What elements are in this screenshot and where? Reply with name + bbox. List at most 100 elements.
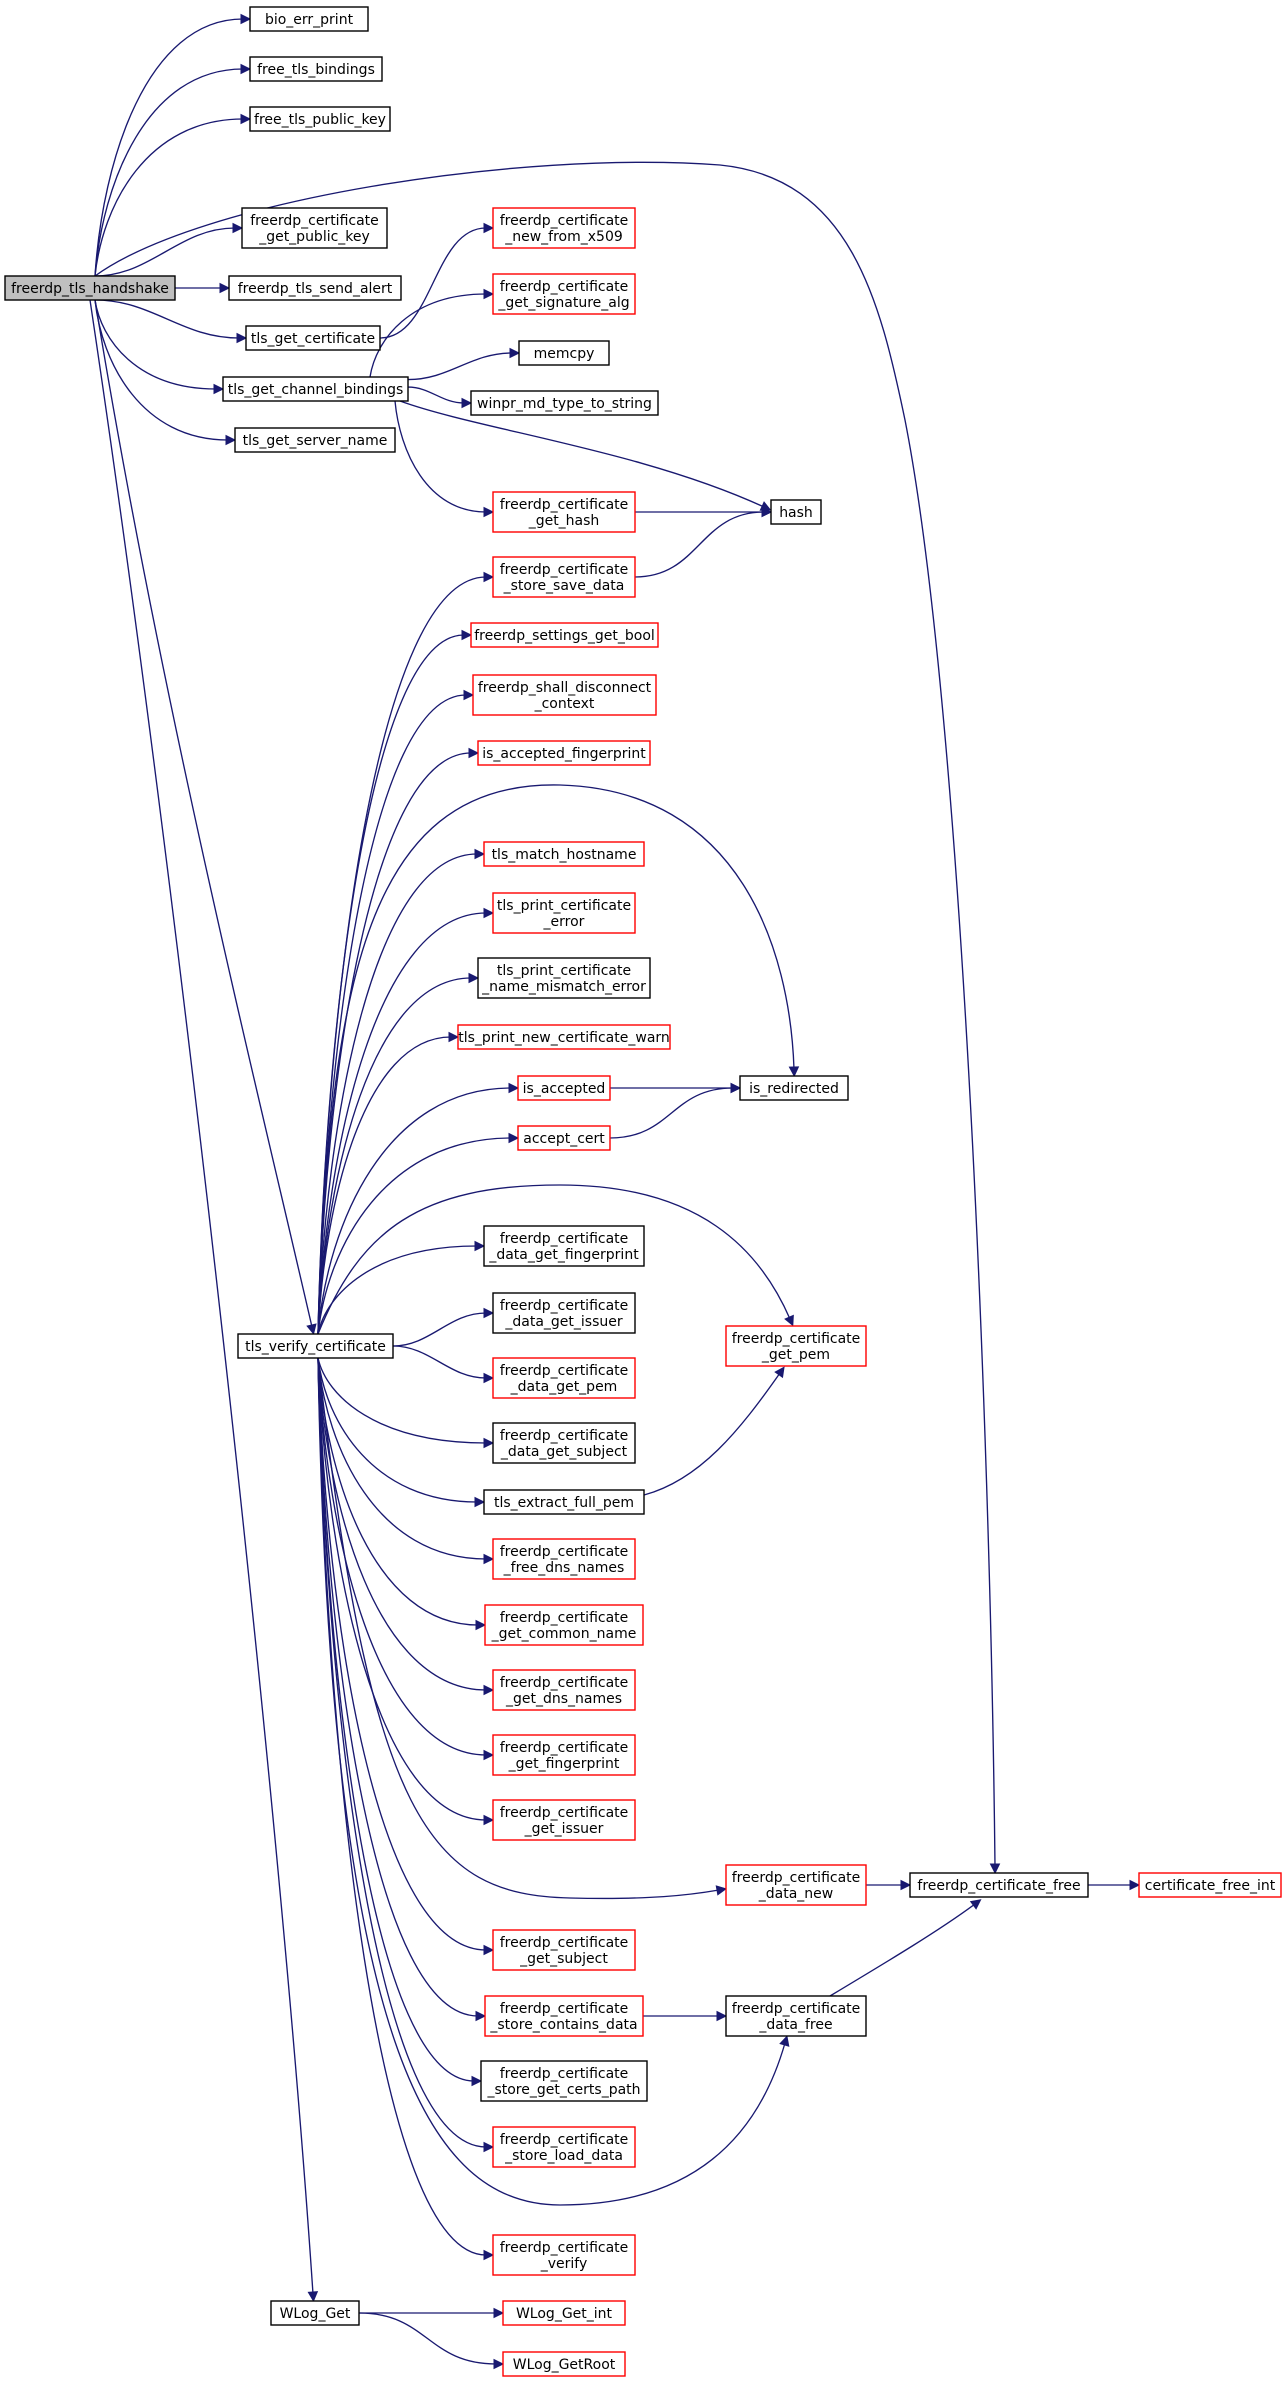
node-is-redirected[interactable]: is_redirected [739, 1075, 849, 1101]
node-box[interactable] [228, 275, 402, 301]
node-box[interactable] [492, 1799, 636, 1841]
node-tls-print-certificate-name-mismatch-error[interactable]: tls_print_certificate_name_mismatch_erro… [477, 957, 651, 999]
node-box[interactable] [245, 325, 381, 351]
node-freerdp-certificate-get-public-key[interactable]: freerdp_certificate_get_public_key [241, 207, 388, 249]
node-freerdp-tls-handshake[interactable]: freerdp_tls_handshake [4, 275, 176, 301]
node-wlog-get-int[interactable]: WLog_Get_int [502, 2300, 626, 2326]
node-box[interactable] [492, 2126, 636, 2168]
node-box[interactable] [249, 56, 383, 82]
node-box[interactable] [517, 1125, 611, 1151]
node-freerdp-certificate-get-fingerprint[interactable]: freerdp_certificate_get_fingerprint [492, 1734, 636, 1776]
node-freerdp-certificate-data-get-subject[interactable]: freerdp_certificate_data_get_subject [492, 1422, 636, 1464]
node-box[interactable] [234, 427, 396, 453]
node-freerdp-certificate-store-load-data[interactable]: freerdp_certificate_store_load_data [492, 2126, 636, 2168]
node-bio-err-print[interactable]: bio_err_print [249, 6, 369, 32]
node-is-accepted[interactable]: is_accepted [517, 1075, 611, 1101]
node-box[interactable] [492, 491, 636, 533]
node-freerdp-certificate-data-get-issuer[interactable]: freerdp_certificate_data_get_issuer [492, 1292, 636, 1334]
node-freerdp-certificate-get-subject[interactable]: freerdp_certificate_get_subject [492, 1929, 636, 1971]
node-box[interactable] [483, 841, 645, 867]
node-free-tls-bindings[interactable]: free_tls_bindings [249, 56, 383, 82]
node-freerdp-certificate-get-pem[interactable]: freerdp_certificate_get_pem [725, 1325, 867, 1367]
node-box[interactable] [222, 376, 409, 402]
node-freerdp-certificate-store-get-certs-path[interactable]: freerdp_certificate_store_get_certs_path [480, 2060, 648, 2102]
node-freerdp-certificate-get-dns-names[interactable]: freerdp_certificate_get_dns_names [492, 1669, 636, 1711]
node-freerdp-certificate-data-get-pem[interactable]: freerdp_certificate_data_get_pem [492, 1357, 636, 1399]
node-box[interactable] [739, 1075, 849, 1101]
node-box[interactable] [483, 1489, 645, 1515]
node-box[interactable] [492, 1929, 636, 1971]
node-tls-print-new-certificate-warn[interactable]: tls_print_new_certificate_warn [457, 1024, 671, 1050]
node-box[interactable] [480, 2060, 648, 2102]
node-box[interactable] [484, 1604, 644, 1646]
node-box[interactable] [517, 1075, 611, 1101]
node-box[interactable] [502, 2351, 626, 2377]
node-freerdp-certificate-data-new[interactable]: freerdp_certificate_data_new [725, 1864, 867, 1906]
node-box[interactable] [477, 740, 651, 766]
node-freerdp-certificate-store-contains-data[interactable]: freerdp_certificate_store_contains_data [484, 1995, 644, 2037]
node-box[interactable] [492, 1357, 636, 1399]
node-box[interactable] [492, 1734, 636, 1776]
node-tls-extract-full-pem[interactable]: tls_extract_full_pem [483, 1489, 645, 1515]
node-is-accepted-fingerprint[interactable]: is_accepted_fingerprint [477, 740, 651, 766]
node-box[interactable] [770, 499, 822, 525]
node-box[interactable] [492, 892, 636, 934]
node-free-tls-public-key[interactable]: free_tls_public_key [249, 106, 391, 132]
node-hash[interactable]: hash [770, 499, 822, 525]
node-tls-get-channel-bindings[interactable]: tls_get_channel_bindings [222, 376, 409, 402]
node-box[interactable] [237, 1333, 394, 1359]
node-wlog-getroot[interactable]: WLog_GetRoot [502, 2351, 626, 2377]
node-freerdp-certificate-free-dns-names[interactable]: freerdp_certificate_free_dns_names [492, 1538, 636, 1580]
node-freerdp-certificate-free[interactable]: freerdp_certificate_free [909, 1872, 1089, 1898]
node-box[interactable] [483, 1225, 645, 1267]
node-box[interactable] [492, 273, 636, 315]
node-box[interactable] [241, 207, 388, 249]
node-box[interactable] [518, 340, 610, 366]
node-winpr-md-type-to-string[interactable]: winpr_md_type_to_string [470, 390, 659, 416]
node-freerdp-certificate-verify[interactable]: freerdp_certificate_verify [492, 2234, 636, 2276]
node-box[interactable] [492, 2234, 636, 2276]
node-tls-print-certificate-error[interactable]: tls_print_certificate_error [492, 892, 636, 934]
node-memcpy[interactable]: memcpy [518, 340, 610, 366]
node-box[interactable] [249, 6, 369, 32]
node-box[interactable] [470, 390, 659, 416]
node-box[interactable] [492, 1538, 636, 1580]
node-box[interactable] [492, 207, 636, 249]
node-box[interactable] [725, 1995, 867, 2037]
node-box[interactable] [725, 1325, 867, 1367]
node-tls-verify-certificate[interactable]: tls_verify_certificate [237, 1333, 394, 1359]
node-tls-get-server-name[interactable]: tls_get_server_name [234, 427, 396, 453]
node-freerdp-certificate-get-signature-alg[interactable]: freerdp_certificate_get_signature_alg [492, 273, 636, 315]
node-accept-cert[interactable]: accept_cert [517, 1125, 611, 1151]
node-box[interactable] [477, 957, 651, 999]
node-box[interactable] [492, 1669, 636, 1711]
node-freerdp-shall-disconnect-context[interactable]: freerdp_shall_disconnect_context [472, 674, 657, 716]
node-freerdp-certificate-get-issuer[interactable]: freerdp_certificate_get_issuer [492, 1799, 636, 1841]
node-box[interactable] [725, 1864, 867, 1906]
node-freerdp-certificate-new-from-x509[interactable]: freerdp_certificate_new_from_x509 [492, 207, 636, 249]
node-box[interactable] [472, 674, 657, 716]
node-freerdp-certificate-get-hash[interactable]: freerdp_certificate_get_hash [492, 491, 636, 533]
node-box[interactable] [1138, 1872, 1282, 1898]
node-box[interactable] [470, 622, 659, 648]
node-box[interactable] [4, 275, 176, 301]
node-box[interactable] [484, 1995, 644, 2037]
node-box[interactable] [457, 1024, 671, 1050]
node-tls-match-hostname[interactable]: tls_match_hostname [483, 841, 645, 867]
node-tls-get-certificate[interactable]: tls_get_certificate [245, 325, 381, 351]
node-box[interactable] [492, 1422, 636, 1464]
node-box[interactable] [502, 2300, 626, 2326]
node-certificate-free-int[interactable]: certificate_free_int [1138, 1872, 1282, 1898]
node-box[interactable] [249, 106, 391, 132]
node-wlog-get[interactable]: WLog_Get [270, 2300, 360, 2326]
node-freerdp-certificate-data-get-fingerprint[interactable]: freerdp_certificate_data_get_fingerprint [483, 1225, 645, 1267]
node-freerdp-tls-send-alert[interactable]: freerdp_tls_send_alert [228, 275, 402, 301]
node-freerdp-certificate-get-common-name[interactable]: freerdp_certificate_get_common_name [484, 1604, 644, 1646]
node-box[interactable] [492, 556, 636, 598]
node-box[interactable] [909, 1872, 1089, 1898]
node-freerdp-certificate-data-free[interactable]: freerdp_certificate_data_free [725, 1995, 867, 2037]
node-box[interactable] [270, 2300, 360, 2326]
node-freerdp-certificate-store-save-data[interactable]: freerdp_certificate_store_save_data [492, 556, 636, 598]
node-box[interactable] [492, 1292, 636, 1334]
node-freerdp-settings-get-bool[interactable]: freerdp_settings_get_bool [470, 622, 659, 648]
